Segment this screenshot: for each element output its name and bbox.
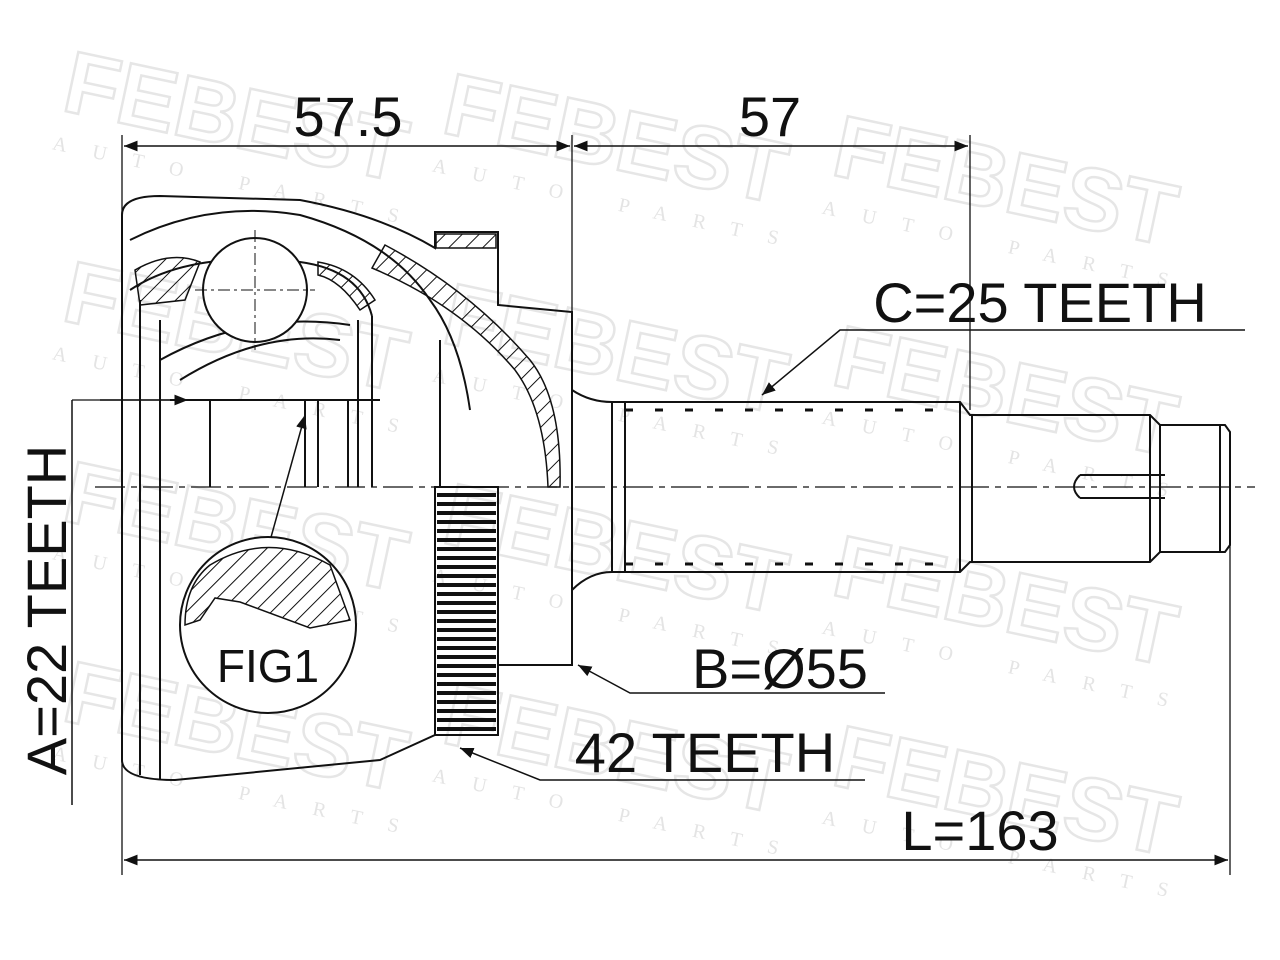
fig1-label: FIG1 [217,640,319,692]
extension-lines [72,135,1231,875]
outer-spline-label: C=25 TEETH [873,271,1207,334]
inner-spline-label: A=22 TEETH [15,445,78,775]
housing-section-hatch [134,233,561,488]
shaft-length-label: 57 [739,85,801,148]
fig1-detail: FIG1 [179,536,357,714]
outer-joint-length-label: 57.5 [294,85,403,148]
ball [195,230,315,350]
abs-ring [434,486,499,736]
abs-ring-label: 42 TEETH [575,721,835,784]
total-length-label: L=163 [901,799,1058,862]
dimension-lines [71,140,1228,866]
diameter-label: B=Ø55 [692,637,868,700]
leader-lines [267,329,1245,781]
